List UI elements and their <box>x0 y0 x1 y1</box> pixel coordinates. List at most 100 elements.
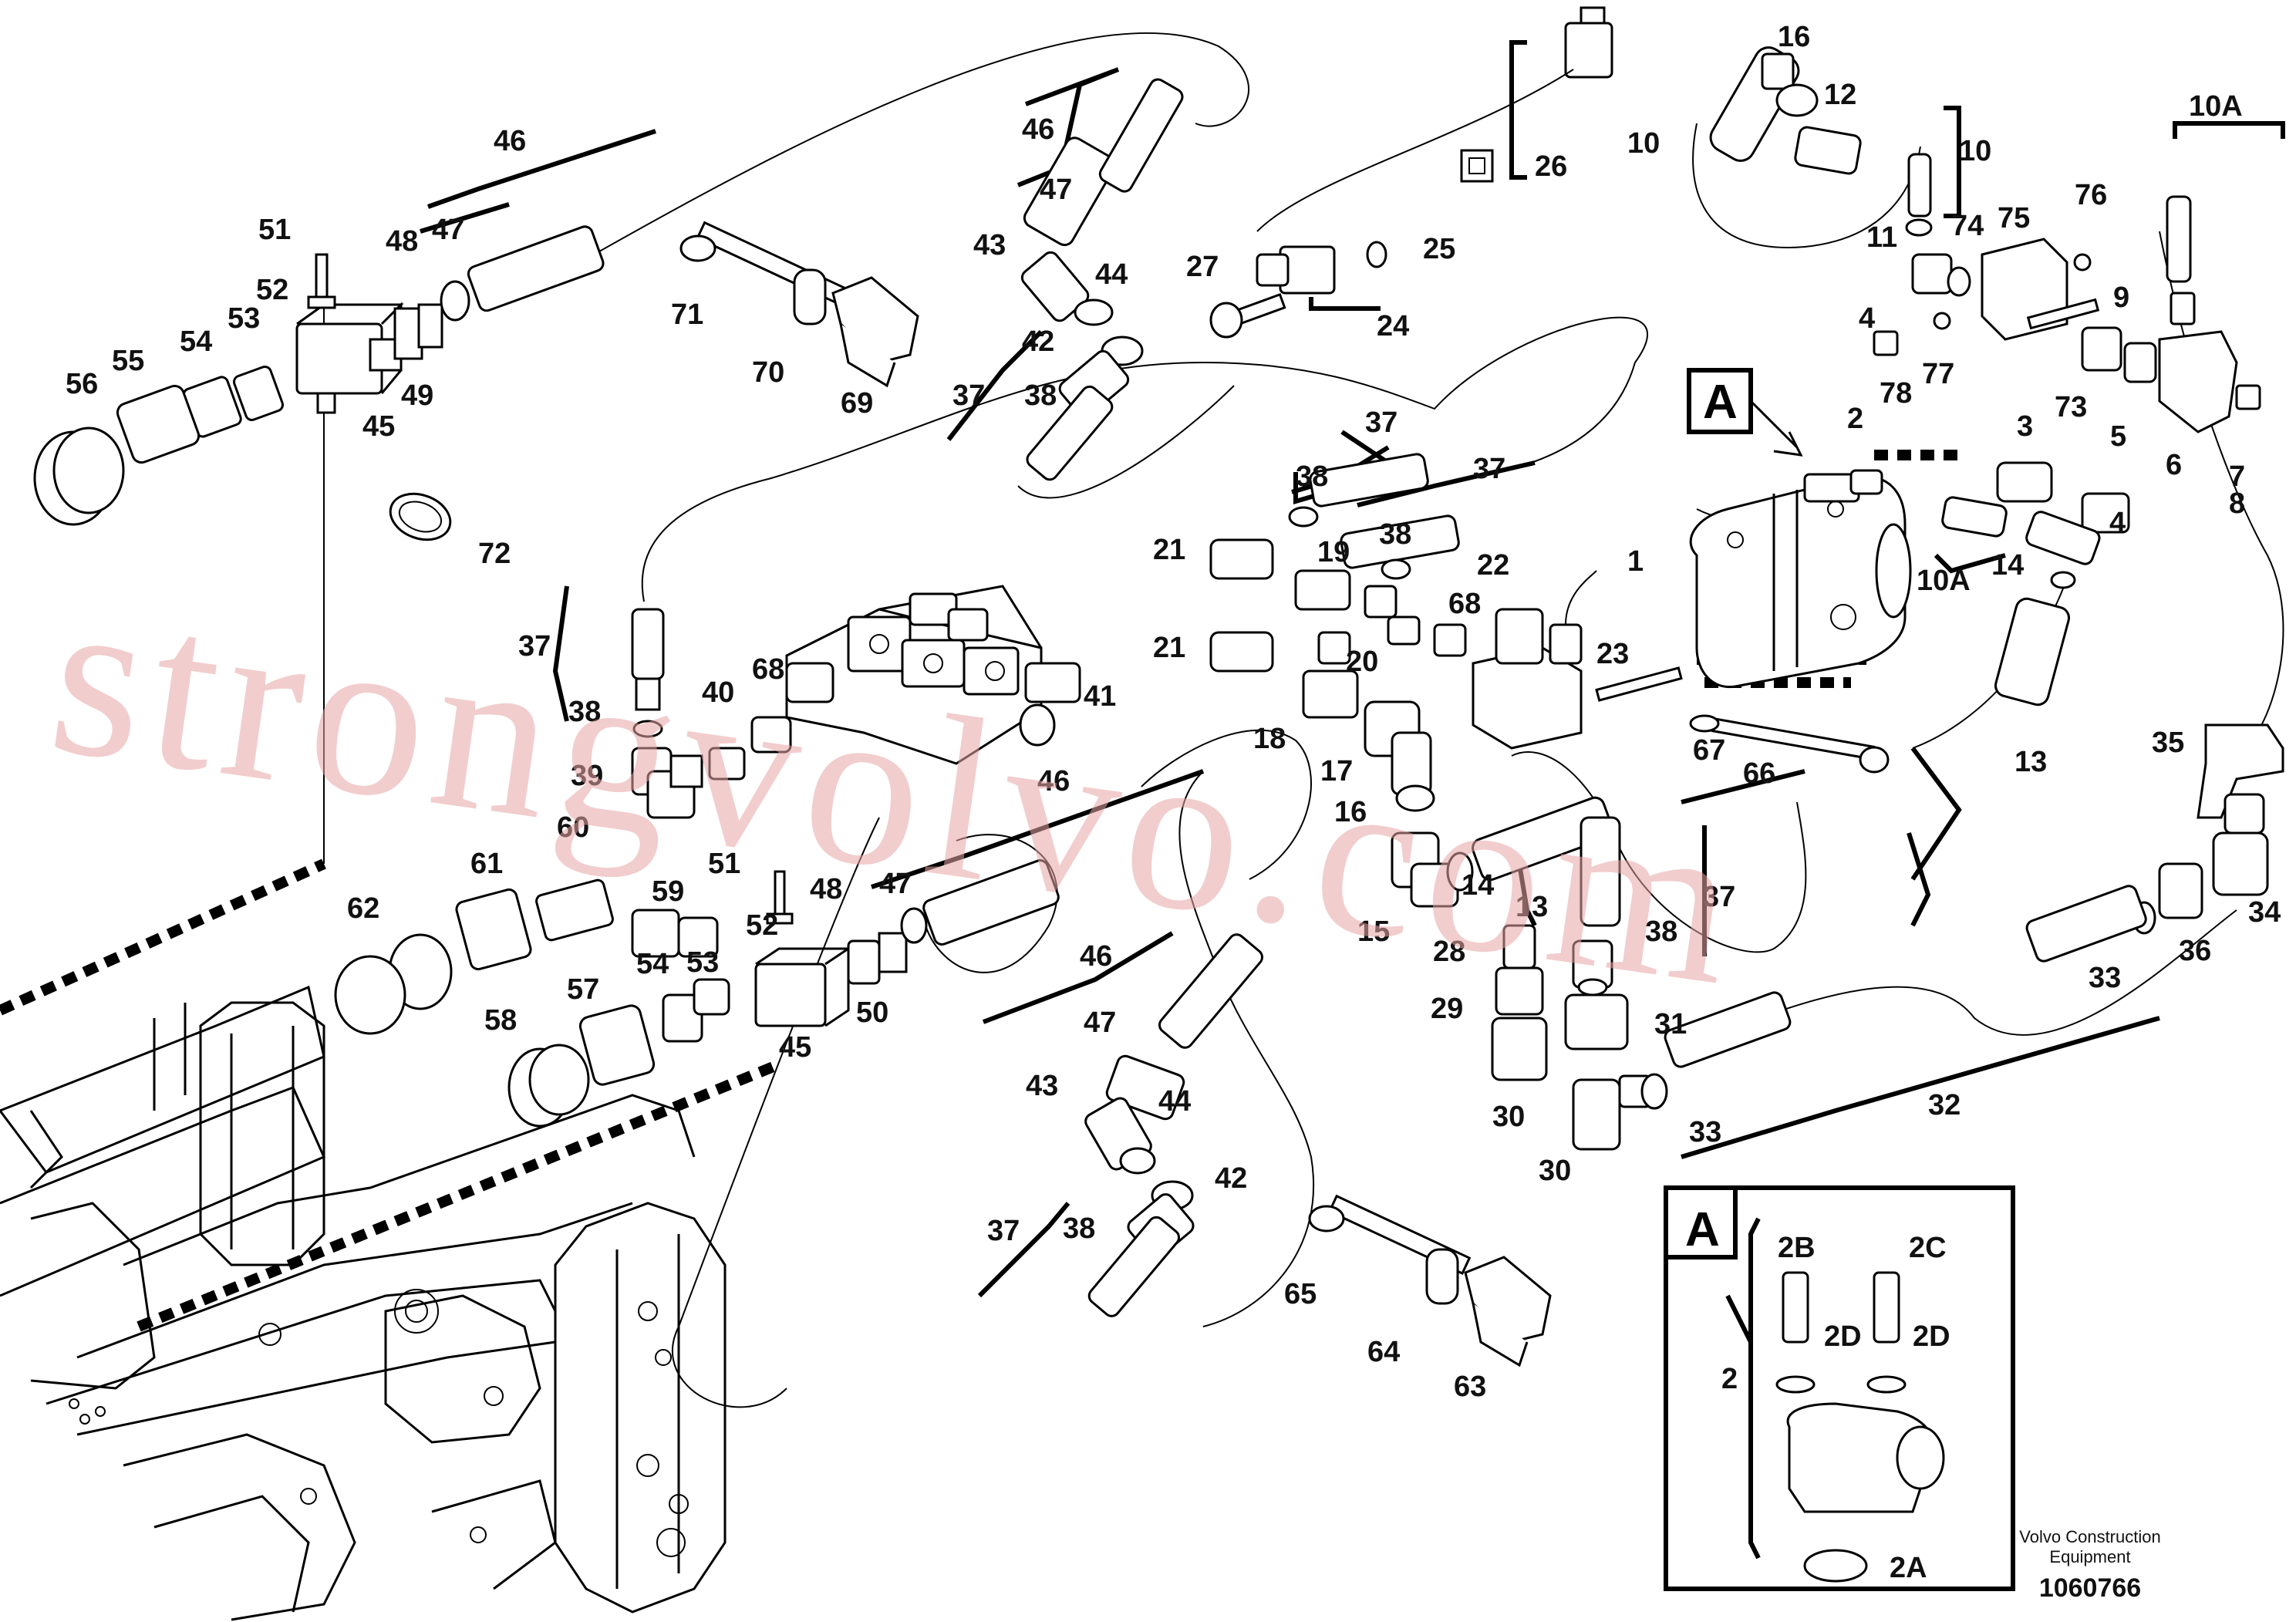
part-label: 29 <box>1431 993 1463 1025</box>
part-label: 48 <box>810 873 842 905</box>
part-label-group: 46 47 48 51 52 53 54 55 56 49 45 71 70 6… <box>66 21 2281 1403</box>
part-label: 5 <box>2110 420 2126 453</box>
part-label: 12 <box>1824 79 1856 111</box>
part-label: 61 <box>470 848 503 880</box>
detail-label: 2D <box>1913 1320 1950 1353</box>
part-label: 56 <box>66 368 98 400</box>
part-label: 77 <box>1922 358 1954 390</box>
part-label: 33 <box>2089 962 2121 994</box>
part-label: 33 <box>1689 1116 1721 1148</box>
document-number: 1060766 <box>2039 1573 2141 1603</box>
detail-box-title: A <box>1685 1203 1720 1256</box>
detail-label: 2 <box>1721 1363 1738 1395</box>
view-callout-arrow <box>1749 400 1803 457</box>
part-label: 19 <box>1317 536 1350 568</box>
part-label: 18 <box>1253 723 1286 755</box>
part-label: 74 <box>1951 210 1984 242</box>
part-label: 46 <box>1080 940 1112 973</box>
part-label: 10A <box>2189 90 2243 123</box>
part-label: 59 <box>652 875 684 908</box>
part-label: 26 <box>1535 150 1567 183</box>
detail-view-labels: A 2B 2C 2D 2D 2 2A <box>1685 1203 1950 1584</box>
part-label: 10A <box>1917 565 1971 597</box>
part-label: 45 <box>362 410 395 443</box>
part-label: 62 <box>347 892 379 925</box>
part-label: 11 <box>1866 221 1897 254</box>
part-label: 44 <box>1158 1085 1191 1118</box>
part-label: 47 <box>1040 174 1072 206</box>
detail-label: 2A <box>1890 1552 1927 1584</box>
part-label: 15 <box>1357 916 1390 948</box>
part-label: 76 <box>2075 179 2107 211</box>
callout-brackets <box>420 40 2285 1560</box>
loader-frame-drawing <box>0 985 727 1621</box>
part-label: 30 <box>1492 1101 1525 1133</box>
part-label: 8 <box>2229 487 2245 520</box>
part-label: 1 <box>1627 545 1644 578</box>
part-label: 14 <box>1991 549 2024 582</box>
part-label: 30 <box>1539 1155 1571 1187</box>
part-label: 7 <box>2229 460 2245 493</box>
part-label: 17 <box>1320 755 1353 787</box>
part-label: 24 <box>1377 310 1409 342</box>
part-label: 4 <box>2109 507 2126 539</box>
part-label: 67 <box>1693 734 1725 767</box>
part-label: 44 <box>1095 258 1128 291</box>
part-label: 39 <box>571 760 603 792</box>
part-label: 69 <box>841 387 873 420</box>
part-label: 37 <box>952 379 985 412</box>
part-label: 13 <box>2014 746 2047 778</box>
brand-line-1: Volvo Construction <box>2019 1527 2160 1546</box>
part-label: 70 <box>752 356 784 389</box>
part-label: 4 <box>1859 302 1875 335</box>
part-label: 28 <box>1433 936 1465 968</box>
part-label: 37 <box>1703 881 1735 913</box>
part-label: 38 <box>1063 1212 1095 1245</box>
part-label: 37 <box>1473 453 1505 485</box>
part-label: 68 <box>1448 588 1481 620</box>
part-label: 37 <box>987 1215 1020 1247</box>
part-label: 13 <box>1515 891 1548 923</box>
part-label: 47 <box>1084 1007 1116 1039</box>
part-label: 65 <box>1284 1278 1317 1310</box>
part-label: 78 <box>1880 377 1912 410</box>
part-label: 47 <box>432 214 464 246</box>
part-label: 58 <box>484 1004 517 1037</box>
part-label: 10 <box>1959 135 1991 167</box>
part-label: 51 <box>708 848 740 880</box>
part-label: 22 <box>1477 549 1509 582</box>
part-label: 47 <box>879 868 912 900</box>
part-label: 6 <box>2166 449 2182 481</box>
part-label: 43 <box>1026 1070 1058 1102</box>
part-label: 64 <box>1367 1336 1400 1368</box>
view-callout-box <box>1687 368 1753 434</box>
part-label: 40 <box>702 676 734 709</box>
part-label: 50 <box>856 996 888 1029</box>
part-label: 54 <box>180 325 212 358</box>
part-label: 60 <box>557 811 589 844</box>
part-label: 38 <box>1296 460 1328 493</box>
part-label: 48 <box>386 225 418 258</box>
part-label: 2 <box>1847 403 1863 435</box>
part-label: 21 <box>1153 632 1185 664</box>
detail-view-a <box>1664 1185 2015 1591</box>
part-label: 53 <box>686 946 719 979</box>
part-label: 37 <box>1365 406 1397 439</box>
part-label: 46 <box>1037 765 1070 798</box>
part-label: 42 <box>1022 325 1054 358</box>
part-label: 41 <box>1084 680 1116 713</box>
fittings-and-components <box>33 6 2284 1367</box>
detail-label: 2D <box>1824 1320 1862 1353</box>
part-label: 53 <box>228 302 260 335</box>
part-label: 52 <box>256 274 288 306</box>
part-label: 36 <box>2179 935 2211 967</box>
part-label: 43 <box>973 229 1006 261</box>
part-label: 16 <box>1334 796 1367 828</box>
part-label: 75 <box>1998 202 2030 234</box>
part-label: 35 <box>2152 727 2184 759</box>
part-label: 46 <box>494 125 526 157</box>
part-label: 38 <box>568 696 601 728</box>
part-label: 3 <box>2017 410 2033 443</box>
